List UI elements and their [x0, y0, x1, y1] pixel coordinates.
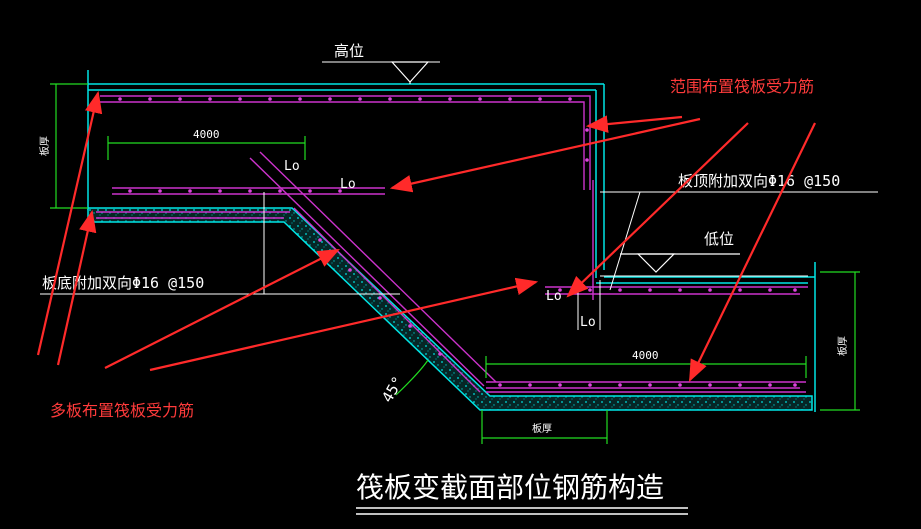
dimension-lines	[50, 83, 860, 444]
lap-length-label-2: Lo	[340, 177, 356, 192]
thickness-left-label: 板厚	[38, 136, 51, 156]
slope-angle-label: 45°	[378, 373, 407, 405]
lap-length-label-4: Lo	[580, 315, 596, 330]
drawing-title: 筏板变截面部位钢筋构造	[356, 471, 664, 504]
thickness-right-label: 板厚	[836, 336, 849, 356]
rebars	[96, 95, 808, 393]
lap-length-label-3: Lo	[546, 289, 562, 304]
leader-arrows	[36, 90, 816, 382]
top-extra-bars-label: 板顶附加双向Φ16 @150	[678, 172, 840, 190]
reference-lines	[40, 61, 878, 330]
high-level-label: 高位	[334, 42, 364, 60]
thickness-bottom-label: 板厚	[532, 422, 552, 435]
rebar-dots	[118, 97, 797, 387]
dimension-4000-top: 4000	[193, 128, 220, 141]
low-level-label: 低位	[704, 230, 734, 248]
lap-length-label-1: Lo	[284, 159, 300, 174]
title-underline	[356, 507, 688, 515]
range-rebar-note: 范围布置筏板受力筋	[670, 77, 814, 96]
elevation-markers	[390, 61, 740, 273]
bottom-extra-bars-label: 板底附加双向Φ16 @150	[42, 274, 204, 292]
dimension-4000-bottom: 4000	[632, 349, 659, 362]
multi-rebar-note: 多板布置筏板受力筋	[50, 401, 194, 420]
